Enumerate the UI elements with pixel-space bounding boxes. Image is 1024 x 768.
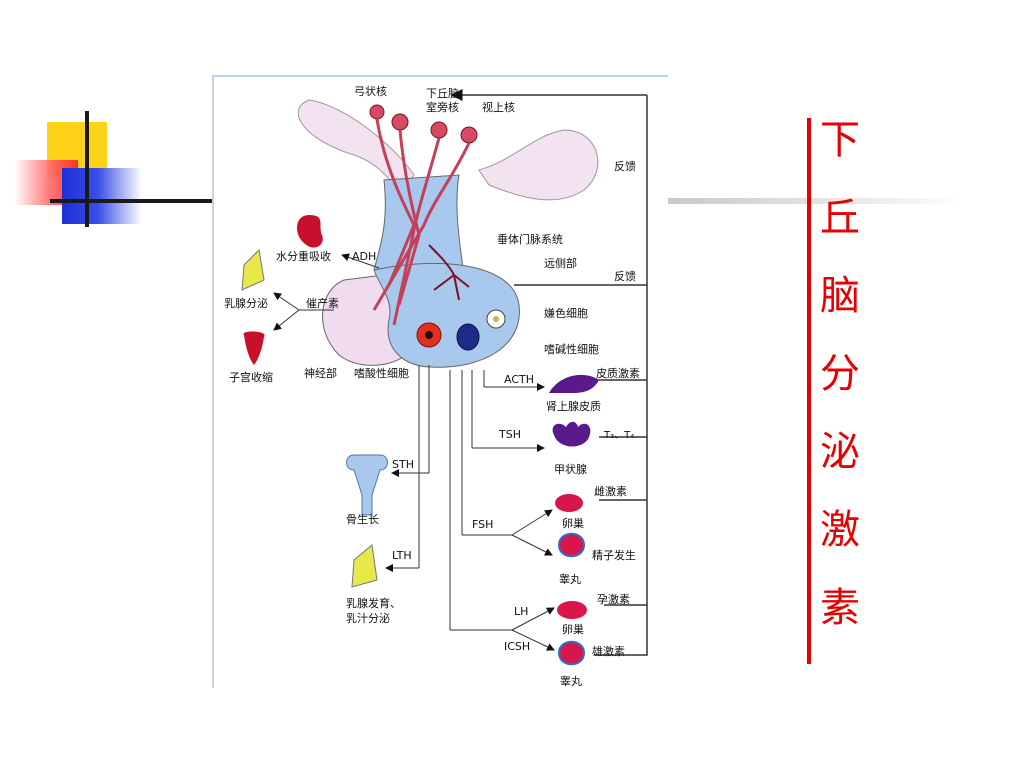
label-supraoptic: 视上核 [482,100,515,114]
uterus-organ [243,331,265,365]
label-milk-secretion: 乳腺分泌 [224,296,268,310]
label-testis-2: 睾丸 [560,674,582,688]
kidney-organ [297,215,323,248]
slide-title: 下丘脑分泌激素 [813,118,859,664]
label-fsh: FSH [472,518,493,531]
decor-right-rule [664,198,964,204]
ovary-organ-1 [555,494,583,512]
label-androgen: 雄激素 [592,644,625,658]
decor-vertical-line [85,111,89,227]
mammary-icon-bottom [351,544,378,588]
label-lh: LH [514,605,528,618]
label-estrogen: 雌激素 [594,484,627,498]
label-tsh: TSH [498,428,521,441]
diagram-image: 弓状核 下丘脑 室旁核 视上核 反馈 垂体门脉系统 远侧部 反馈 水分重吸收 A… [212,75,668,688]
label-ovary-1: 卵巢 [562,517,584,530]
label-progesterone: 孕激素 [597,592,630,606]
label-water-reabsorb: 水分重吸收 [276,249,331,263]
label-spermatogenesis: 精子发生 [592,548,636,562]
testis-organ-2 [557,640,586,666]
label-sth: STH [392,458,414,471]
label-adh: ADH [352,250,376,263]
label-arcuate: 弓状核 [354,84,387,98]
mammary-icon-top [241,248,265,291]
adrenal-organ [549,374,599,393]
decor-horizontal-line [50,199,214,203]
label-chromophobe: 嫌色细胞 [544,306,588,320]
label-oxytocin: 催产素 [306,296,339,310]
label-pars-distalis: 远侧部 [544,256,577,270]
label-feedback-mid: 反馈 [614,270,636,283]
label-paraventricular: 室旁核 [426,100,459,114]
label-t3t4: T₃、T₄ [603,430,634,441]
label-breast-dev-1: 乳腺发育、 [346,596,401,610]
label-bone-growth: 骨生长 [346,512,379,526]
label-acidophil: 嗜酸性细胞 [354,366,409,380]
label-portal-system: 垂体门脉系统 [497,232,563,246]
label-cortex-hormone: 皮质激素 [596,366,640,380]
label-uterine: 子宫收缩 [229,370,273,384]
label-icsh: ICSH [504,640,530,653]
bone-organ [346,454,388,516]
label-hypothalamus: 下丘脑 [426,87,459,100]
label-basophil: 嗜碱性细胞 [544,342,599,356]
pituitary-stalk [373,174,465,276]
label-ovary-2: 卵巢 [562,623,584,636]
basophil-cell [456,323,480,351]
thyroid-organ [552,421,591,447]
label-acth: ACTH [504,373,534,386]
label-adrenal-cortex: 肾上腺皮质 [546,399,601,413]
label-lth: LTH [392,549,412,562]
decor-blue-square [62,168,142,224]
label-breast-dev-2: 乳汁分泌 [346,612,390,625]
optic-wing-right [478,129,599,201]
label-neural-lobe: 神经部 [304,366,337,380]
label-feedback-top: 反馈 [614,160,636,173]
ovary-organ-2 [557,601,587,619]
hypothalamus-pituitary-diagram: 弓状核 下丘脑 室旁核 视上核 反馈 垂体门脉系统 远侧部 反馈 水分重吸收 A… [224,84,648,688]
label-thyroid: 甲状腺 [554,462,587,476]
anterior-lobe [373,262,520,368]
label-testis-1: 睾丸 [559,572,581,586]
testis-organ-1 [557,532,586,558]
optic-wing-left [297,99,415,191]
neuron-cells [369,104,478,326]
